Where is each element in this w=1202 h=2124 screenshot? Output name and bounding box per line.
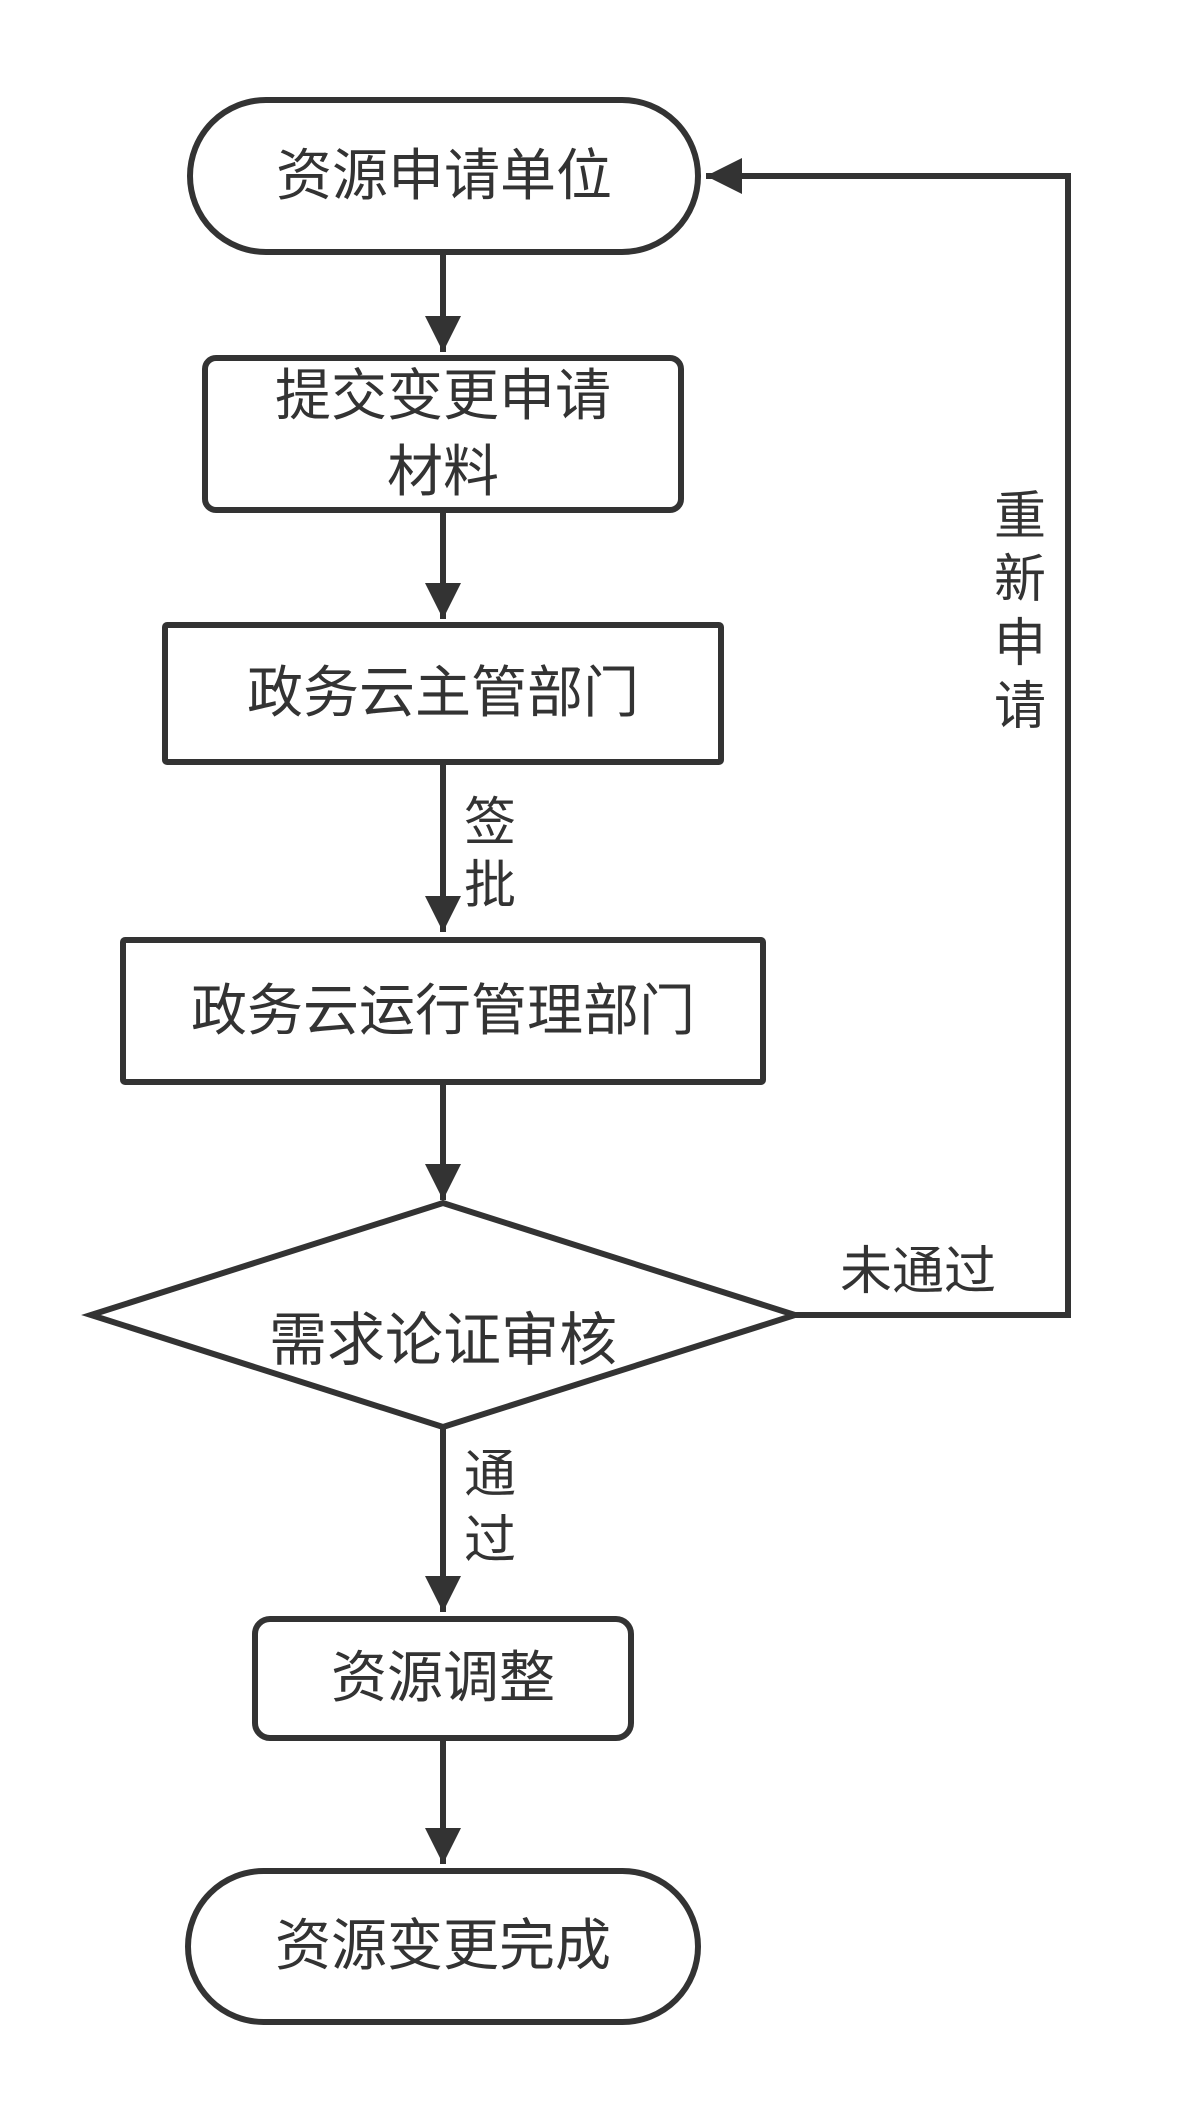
edge-label-reapply: 重新申请 — [993, 488, 1046, 737]
node-cloud-authority-label: 政务云主管部门 — [247, 661, 639, 725]
node-done-label: 资源变更完成 — [275, 1914, 611, 1978]
node-cloud-authority: 政务云主管部门 — [162, 622, 724, 765]
node-done: 资源变更完成 — [185, 1868, 701, 2025]
edge-label-sign-approve: 签批 — [463, 794, 516, 916]
edge-label-fail: 未通过 — [840, 1243, 997, 1301]
node-start-label: 资源申请单位 — [276, 143, 612, 207]
node-submit-materials: 提交变更申请 材料 — [202, 355, 684, 513]
node-review-label: 需求论证审核 — [268, 1308, 617, 1373]
node-start: 资源申请单位 — [187, 97, 701, 255]
node-cloud-operations-label: 政务云运行管理部门 — [191, 978, 695, 1042]
arrow-review-fail-to-start — [706, 158, 1071, 1318]
decision-diamond-shape — [81, 1199, 805, 1431]
node-resource-adjust: 资源调整 — [252, 1616, 634, 1741]
node-resource-adjust-label: 资源调整 — [331, 1646, 555, 1710]
node-cloud-operations: 政务云运行管理部门 — [120, 937, 766, 1085]
edge-label-pass: 通过 — [463, 1446, 516, 1570]
node-submit-materials-label: 提交变更申请 材料 — [275, 363, 611, 503]
